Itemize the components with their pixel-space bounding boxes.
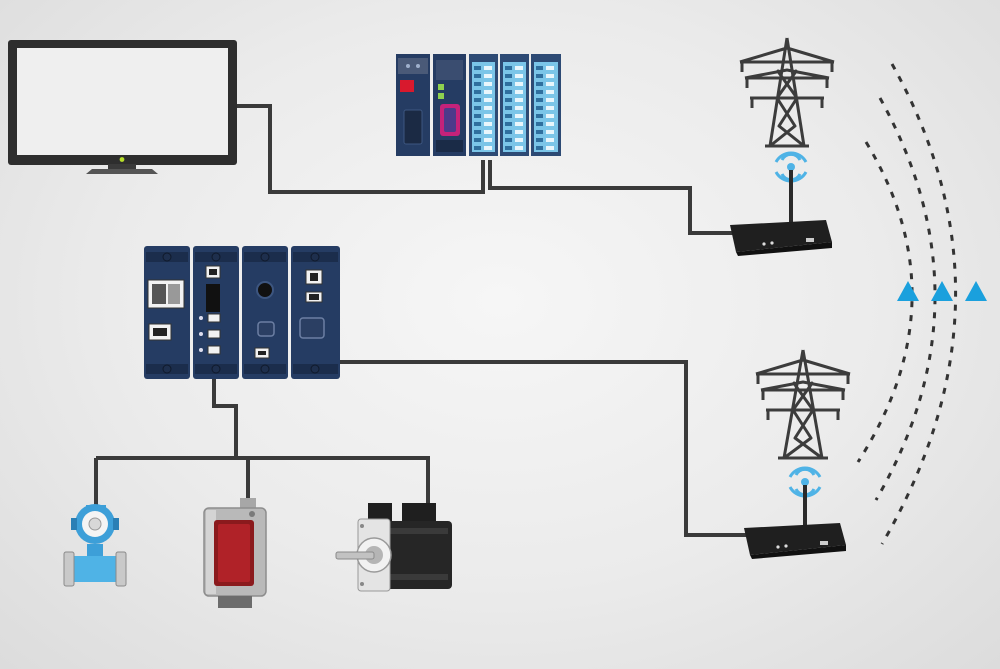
plc-terminal xyxy=(505,114,512,118)
plc-terminal xyxy=(505,82,512,86)
plc-terminal-label xyxy=(546,106,554,110)
servo-motor-icon xyxy=(335,503,452,592)
plc-terminal-label xyxy=(484,82,492,86)
plc-terminal-label xyxy=(484,146,492,150)
plc-terminal-label xyxy=(546,114,554,118)
plc-terminal xyxy=(474,98,481,102)
arrow-up-icon xyxy=(931,281,953,301)
plc-terminal xyxy=(474,82,481,86)
modular-io-controller-icon xyxy=(144,246,340,379)
plc-terminal-label xyxy=(484,130,492,134)
plc-terminal-label xyxy=(484,122,492,126)
plc-terminal xyxy=(474,114,481,118)
io-controller-module-4 xyxy=(291,246,340,379)
plc-terminal xyxy=(536,106,543,110)
plc-terminal-label xyxy=(515,146,523,150)
plc-terminal xyxy=(505,138,512,142)
connection-wires xyxy=(94,104,748,537)
plc-terminal-label xyxy=(484,66,492,70)
wireless-router-icon xyxy=(730,151,832,256)
plc-terminal xyxy=(536,122,543,126)
plc-terminal-label xyxy=(546,130,554,134)
plc-terminal xyxy=(536,90,543,94)
plc-terminal xyxy=(505,130,512,134)
plc-terminal xyxy=(474,138,481,142)
plc-terminal-label xyxy=(484,114,492,118)
plc-terminal xyxy=(474,90,481,94)
plc-terminal xyxy=(505,146,512,150)
plc-terminal xyxy=(474,106,481,110)
plc-terminal-label xyxy=(515,66,523,70)
plc-terminal-label xyxy=(484,98,492,102)
plc-io-module xyxy=(469,54,498,156)
plc-terminal-label xyxy=(546,146,554,150)
plc-terminal xyxy=(536,138,543,142)
plc-terminal-label xyxy=(546,138,554,142)
plc-terminal-label xyxy=(515,138,523,142)
plc-terminal-label xyxy=(515,74,523,78)
arrow-up-icon xyxy=(897,281,919,301)
plc-terminal-label xyxy=(515,90,523,94)
plc-terminal-label xyxy=(484,106,492,110)
plc-terminal-label xyxy=(515,106,523,110)
power-transmission-tower-icon xyxy=(755,349,851,460)
plc-terminal-label xyxy=(484,90,492,94)
monitor-icon xyxy=(8,40,237,174)
plc-rack-icon xyxy=(396,54,561,156)
plc-terminal-label xyxy=(484,138,492,142)
plc-terminal xyxy=(474,130,481,134)
power-transmission-tower-icon xyxy=(739,37,835,148)
plc-terminal xyxy=(474,146,481,150)
plc-terminal-label xyxy=(515,130,523,134)
plc-terminal-label xyxy=(546,122,554,126)
wire-monitor-to-plc xyxy=(236,104,485,194)
wireless-router-icon xyxy=(744,466,846,559)
plc-terminal-label xyxy=(546,82,554,86)
flow-meter-icon xyxy=(63,504,127,587)
plc-terminal-label xyxy=(515,114,523,118)
plc-terminal-label xyxy=(546,98,554,102)
plc-terminal xyxy=(505,90,512,94)
plc-terminal xyxy=(536,66,543,70)
photoelectric-sensor-icon xyxy=(203,498,267,608)
plc-terminal xyxy=(505,122,512,126)
wireless-signal-arcs-icon xyxy=(856,63,987,545)
plc-terminal xyxy=(474,74,481,78)
plc-terminal xyxy=(536,130,543,134)
plc-terminal xyxy=(536,74,543,78)
plc-terminal-label xyxy=(546,66,554,70)
plc-terminal xyxy=(505,98,512,102)
arrow-up-icon xyxy=(965,281,987,301)
wire-plc-to-router-top xyxy=(488,160,735,235)
plc-terminal xyxy=(474,66,481,70)
plc-terminal xyxy=(474,122,481,126)
plc-terminal-label xyxy=(546,90,554,94)
plc-terminal-label xyxy=(515,122,523,126)
plc-terminal-label xyxy=(515,98,523,102)
plc-io-module xyxy=(500,54,529,156)
wire-io-drop xyxy=(212,378,238,458)
plc-terminal xyxy=(536,98,543,102)
io-controller-module-2 xyxy=(193,246,239,379)
io-controller-module-1 xyxy=(144,246,190,379)
wire-field-bus xyxy=(96,456,430,503)
plc-terminal-label xyxy=(515,82,523,86)
plc-terminal xyxy=(505,74,512,78)
plc-terminal xyxy=(536,82,543,86)
plc-terminal xyxy=(536,114,543,118)
plc-terminal xyxy=(536,146,543,150)
plc-terminal xyxy=(505,66,512,70)
plc-terminal-label xyxy=(546,74,554,78)
plc-terminal xyxy=(505,106,512,110)
wire-io-to-router-bottom xyxy=(340,360,748,537)
plc-terminal-label xyxy=(484,74,492,78)
io-controller-module-3 xyxy=(242,246,288,379)
